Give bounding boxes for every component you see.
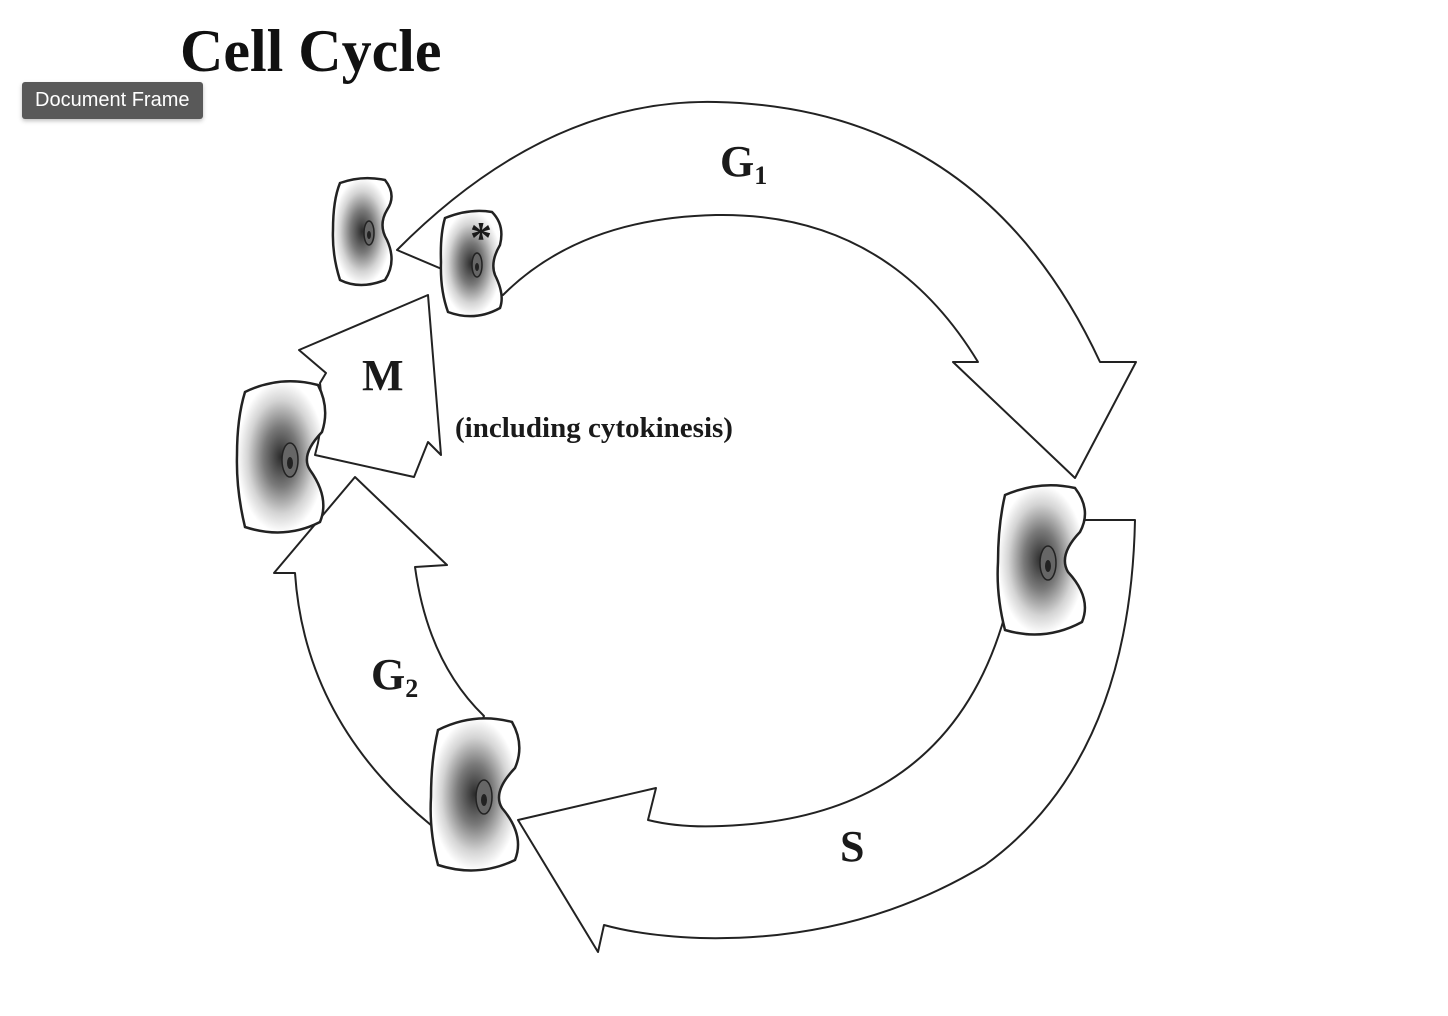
cell-g2-start <box>429 717 521 872</box>
g1-arrow <box>396 100 1137 479</box>
document-frame-tooltip: Document Frame <box>22 82 203 119</box>
cell-g1-end <box>996 483 1087 636</box>
cell-daughter-right <box>439 209 503 318</box>
label-s: S <box>840 822 864 871</box>
label-m: M <box>362 351 404 400</box>
label-m-note: (including cytokinesis) <box>455 412 733 444</box>
g2-arrow <box>273 476 485 827</box>
label-g1: G1 <box>720 137 767 190</box>
asterisk-marker: * <box>470 213 492 262</box>
s-arrow <box>517 519 1136 953</box>
diagram-title: Cell Cycle <box>180 18 442 84</box>
cell-mitotic <box>235 380 327 534</box>
cell-daughter-left <box>331 176 393 287</box>
label-g2: G2 <box>371 650 418 703</box>
